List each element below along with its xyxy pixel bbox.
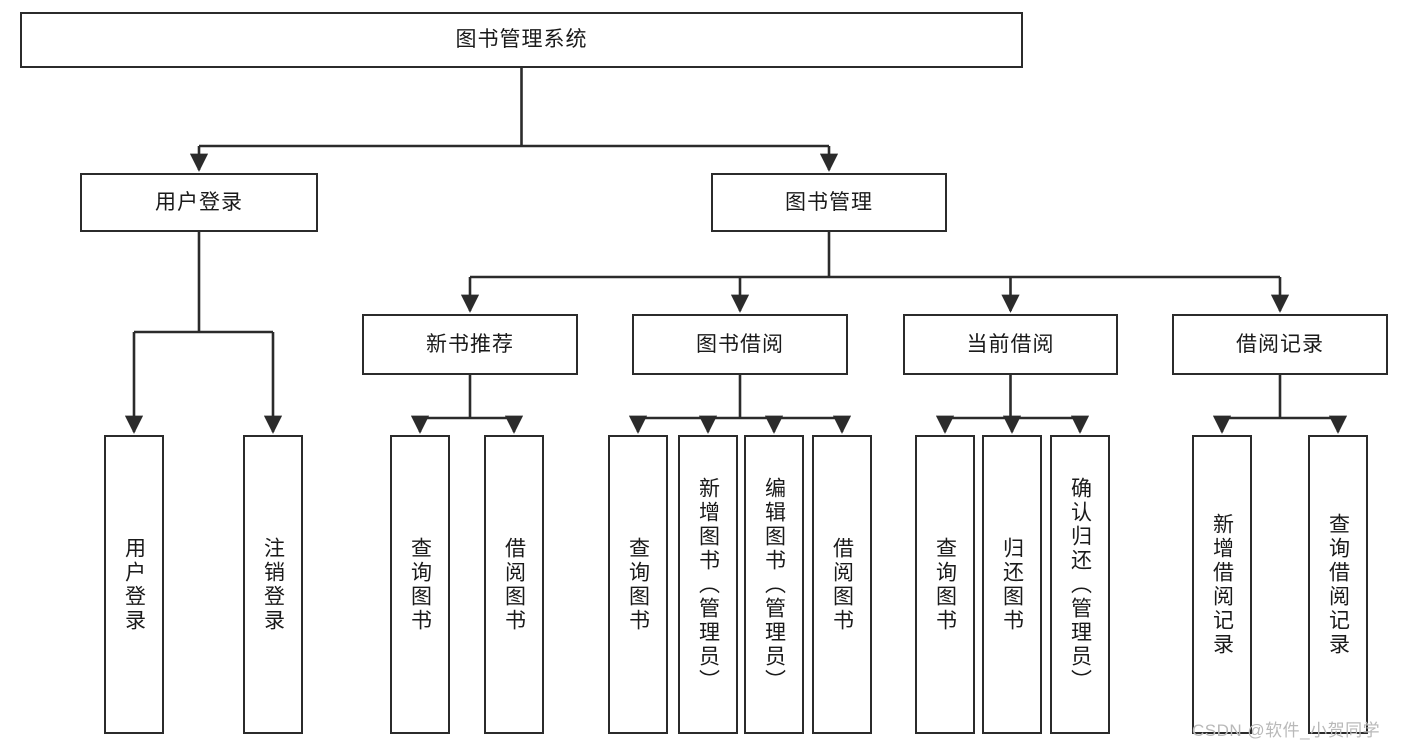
leaf-query-book-2[interactable]: 查询图书 xyxy=(608,435,668,734)
leaf-add-borrow-record-label: 新增借阅记录 xyxy=(1210,512,1234,657)
node-borrow-record[interactable]: 借阅记录 xyxy=(1172,314,1388,375)
node-root[interactable]: 图书管理系统 xyxy=(20,12,1023,68)
leaf-logout[interactable]: 注销登录 xyxy=(243,435,303,734)
node-current-borrow[interactable]: 当前借阅 xyxy=(903,314,1118,375)
leaf-query-borrow-record-label: 查询借阅记录 xyxy=(1326,512,1350,657)
node-book-borrow[interactable]: 图书借阅 xyxy=(632,314,848,375)
leaf-confirm-return-label: 确认归还（管理员） xyxy=(1068,476,1092,693)
leaf-return-book-label: 归还图书 xyxy=(1000,536,1024,633)
node-new-book-recommend-label: 新书推荐 xyxy=(426,332,514,356)
node-new-book-recommend[interactable]: 新书推荐 xyxy=(362,314,578,375)
leaf-user-login-label: 用户登录 xyxy=(122,536,146,633)
leaf-add-book-label: 新增图书（管理员） xyxy=(696,476,720,693)
leaf-user-login[interactable]: 用户登录 xyxy=(104,435,164,734)
leaf-query-book-3[interactable]: 查询图书 xyxy=(915,435,975,734)
node-book-manage-label: 图书管理 xyxy=(785,190,873,214)
leaf-query-book-2-label: 查询图书 xyxy=(626,536,650,633)
leaf-edit-book[interactable]: 编辑图书（管理员） xyxy=(744,435,804,734)
node-book-borrow-label: 图书借阅 xyxy=(696,332,784,356)
leaf-edit-book-label: 编辑图书（管理员） xyxy=(762,476,786,693)
leaf-return-book[interactable]: 归还图书 xyxy=(982,435,1042,734)
node-root-label: 图书管理系统 xyxy=(455,28,588,52)
node-current-borrow-label: 当前借阅 xyxy=(966,332,1055,356)
node-user-login-label: 用户登录 xyxy=(155,190,243,214)
leaf-borrow-book-1[interactable]: 借阅图书 xyxy=(484,435,544,734)
leaf-borrow-book-2[interactable]: 借阅图书 xyxy=(812,435,872,734)
leaf-add-borrow-record[interactable]: 新增借阅记录 xyxy=(1192,435,1252,734)
leaf-borrow-book-1-label: 借阅图书 xyxy=(502,536,526,633)
leaf-logout-label: 注销登录 xyxy=(261,536,285,633)
node-user-login[interactable]: 用户登录 xyxy=(80,173,318,232)
leaf-query-book-1-label: 查询图书 xyxy=(408,536,432,633)
leaf-add-book[interactable]: 新增图书（管理员） xyxy=(678,435,738,734)
leaf-query-book-3-label: 查询图书 xyxy=(933,536,957,633)
leaf-confirm-return[interactable]: 确认归还（管理员） xyxy=(1050,435,1110,734)
leaf-query-book-1[interactable]: 查询图书 xyxy=(390,435,450,734)
leaf-query-borrow-record[interactable]: 查询借阅记录 xyxy=(1308,435,1368,734)
node-borrow-record-label: 借阅记录 xyxy=(1236,332,1324,356)
leaf-borrow-book-2-label: 借阅图书 xyxy=(830,536,854,633)
node-book-manage[interactable]: 图书管理 xyxy=(711,173,947,232)
